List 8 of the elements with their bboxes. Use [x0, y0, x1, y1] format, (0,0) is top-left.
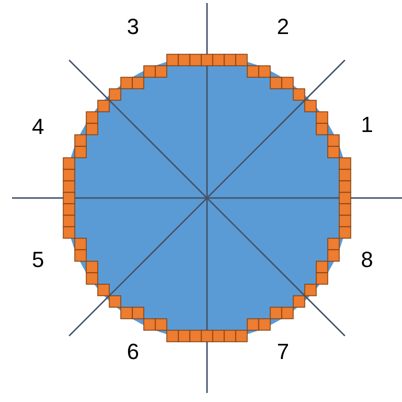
octant-number: 1 — [360, 114, 374, 136]
octant-number: 5 — [32, 249, 44, 271]
octant-number: 7 — [276, 341, 290, 363]
octant-number: 8 — [360, 249, 374, 271]
octant-number: 3 — [126, 16, 140, 38]
octant-number: 6 — [126, 341, 140, 363]
octant-number: 2 — [276, 16, 290, 38]
octant-number: 4 — [32, 116, 44, 138]
